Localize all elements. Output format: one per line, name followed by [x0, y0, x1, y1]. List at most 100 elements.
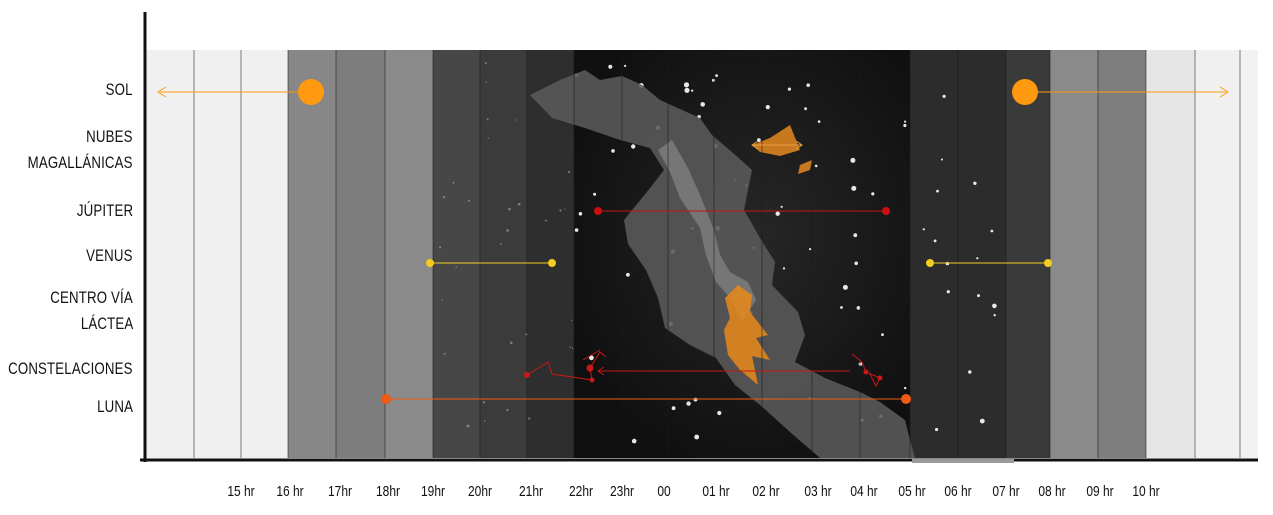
hour-label: 09 hr — [1086, 483, 1114, 500]
row-label-jupiter: JÚPITER — [77, 199, 133, 223]
row-label-centro-line2: LÁCTEA — [80, 314, 133, 333]
hour-band — [433, 50, 480, 458]
star — [693, 397, 698, 402]
star — [439, 246, 442, 249]
row-label-nubes-2: MAGALLÁNICAS — [28, 151, 133, 175]
jupiter-track — [594, 207, 890, 215]
star — [574, 228, 579, 232]
star — [700, 102, 705, 107]
star — [683, 82, 690, 88]
hour-label: 05 hr — [898, 483, 926, 500]
row-label-constelaciones-text: CONSTELACIONES — [8, 359, 133, 378]
venus-evening-start — [426, 259, 434, 267]
star — [559, 209, 562, 212]
hour-band — [958, 50, 1006, 458]
hour-label: 02 hr — [752, 483, 780, 500]
moon-rise-marker — [381, 394, 391, 404]
star — [945, 261, 950, 266]
star — [814, 164, 818, 168]
row-label-venus: VENUS — [87, 244, 133, 268]
star — [715, 74, 718, 77]
row-label-luna: LUNA — [97, 395, 133, 419]
row-label-constelaciones: CONSTELACIONES — [8, 357, 133, 381]
star — [942, 94, 946, 98]
star — [506, 409, 509, 412]
star — [904, 386, 907, 390]
star — [804, 107, 807, 111]
star — [806, 83, 810, 87]
venus-morning-start — [926, 259, 934, 267]
star — [441, 299, 443, 301]
hour-label: 10 hr — [1132, 483, 1160, 500]
hour-band — [194, 50, 241, 458]
star — [992, 303, 997, 309]
hour-band — [1006, 50, 1050, 458]
star — [842, 284, 848, 290]
star — [443, 352, 446, 355]
milky-way-band-inner — [658, 140, 756, 322]
hour-label: 01 hr — [702, 483, 730, 500]
star — [569, 346, 572, 349]
hour-band — [1195, 50, 1240, 458]
star — [686, 401, 691, 406]
hour-label: 22hr — [568, 483, 594, 500]
row-label-centro-line1: CENTRO VÍA — [50, 288, 133, 307]
star — [903, 123, 907, 128]
hour-label: 19hr — [420, 483, 446, 500]
hour-label: 08 hr — [1038, 483, 1066, 500]
hour-label: 20hr — [467, 483, 493, 500]
row-label-centro-2: LÁCTEA — [80, 312, 133, 336]
star — [570, 319, 573, 322]
star — [608, 64, 613, 69]
hour-band — [1146, 50, 1195, 458]
row-label-centro: CENTRO VÍA — [50, 286, 133, 310]
star — [442, 196, 445, 199]
hour-band — [1098, 50, 1146, 458]
star — [787, 87, 792, 91]
star — [904, 120, 907, 123]
hour-label: 17hr — [327, 483, 353, 500]
star — [871, 192, 875, 196]
hour-band — [1240, 50, 1258, 458]
star — [684, 87, 690, 93]
star — [854, 261, 858, 266]
venus-track — [426, 259, 1052, 267]
star — [482, 401, 486, 404]
milky-way-center — [724, 285, 770, 385]
row-label-venus-text: VENUS — [86, 246, 133, 265]
hour-label: 06 hr — [944, 483, 972, 500]
milky-way — [530, 70, 915, 458]
star — [515, 119, 518, 121]
star — [510, 341, 513, 345]
star — [717, 410, 722, 416]
star — [487, 137, 489, 139]
star — [626, 272, 630, 277]
star — [506, 229, 509, 232]
hour-band — [1050, 50, 1098, 458]
star — [973, 181, 977, 185]
star — [694, 434, 700, 440]
star — [564, 208, 566, 210]
sol-track — [157, 79, 1229, 105]
row-label-luna-text: LUNA — [96, 397, 133, 416]
star — [856, 306, 861, 310]
hour-label: 07 hr — [992, 483, 1020, 500]
row-label-sol-text: SOL — [105, 80, 133, 99]
star — [765, 105, 770, 110]
hour-band — [336, 50, 385, 458]
row-label-nubes: NUBES — [87, 125, 133, 149]
hour-label: 21hr — [518, 483, 544, 500]
star — [993, 314, 996, 317]
star — [483, 420, 486, 422]
star — [881, 333, 884, 336]
row-label-jupiter-text: JÚPITER — [76, 201, 133, 220]
star — [851, 185, 857, 191]
star — [611, 149, 615, 153]
hour-label: 15 hr — [227, 483, 255, 500]
star — [455, 266, 458, 268]
star — [485, 81, 488, 83]
star — [484, 62, 487, 65]
star — [508, 207, 511, 211]
hour-band — [241, 50, 288, 458]
